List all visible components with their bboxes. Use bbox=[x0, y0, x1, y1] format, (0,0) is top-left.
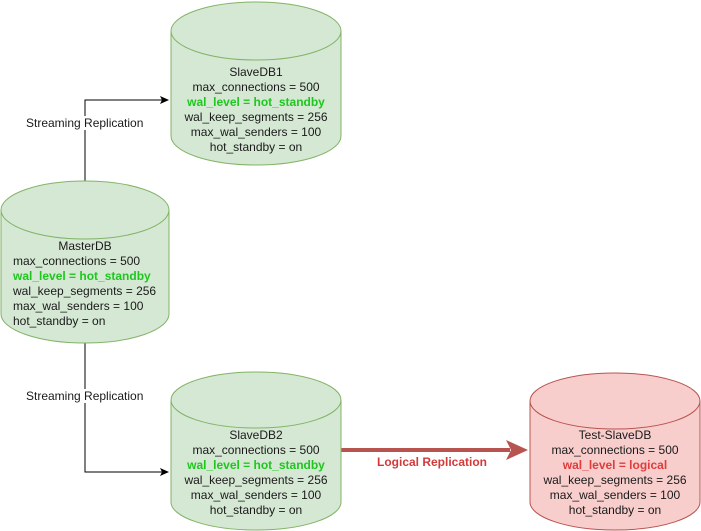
edge-label-streaming-bottom: Streaming Replication bbox=[25, 389, 145, 403]
db-param-highlight: wal_level = hot_standby bbox=[187, 95, 325, 109]
db-param: hot_standby = on bbox=[13, 314, 106, 328]
db-param: max_wal_senders = 100 bbox=[13, 299, 144, 313]
db-cylinder-master[interactable] bbox=[0, 180, 170, 344]
db-param: hot_standby = on bbox=[568, 503, 662, 517]
db-title: Test-SlaveDB bbox=[578, 428, 652, 442]
db-param: wal_keep_segments = 256 bbox=[184, 473, 328, 487]
db-cylinder-slave2[interactable] bbox=[170, 371, 342, 531]
db-param-highlight: wal_level = hot_standby bbox=[187, 458, 325, 472]
db-param: wal_keep_segments = 256 bbox=[543, 473, 687, 487]
db-label-test: Test-SlaveDB max_connections = 500 wal_l… bbox=[530, 428, 700, 518]
db-cylinder-slave1[interactable] bbox=[170, 1, 342, 166]
db-param: max_wal_senders = 100 bbox=[190, 125, 322, 139]
db-param-highlight: wal_level = hot_standby bbox=[13, 269, 151, 283]
db-label-slave1: SlaveDB1 max_connections = 500 wal_level… bbox=[171, 65, 341, 155]
db-param: wal_keep_segments = 256 bbox=[184, 110, 328, 124]
db-param: hot_standby = on bbox=[209, 503, 303, 517]
db-title: MasterDB bbox=[58, 239, 112, 253]
db-title: SlaveDB1 bbox=[229, 65, 283, 79]
db-param: max_wal_senders = 100 bbox=[190, 488, 322, 502]
db-label-master: MasterDB max_connections = 500 wal_level… bbox=[0, 239, 170, 329]
db-param: max_connections = 500 bbox=[192, 80, 320, 94]
edge-label-streaming-top: Streaming Replication bbox=[25, 116, 145, 130]
db-title: SlaveDB2 bbox=[229, 428, 283, 442]
db-param: max_connections = 500 bbox=[13, 254, 141, 268]
edge-logical bbox=[341, 440, 528, 460]
db-param: max_wal_senders = 100 bbox=[549, 488, 681, 502]
db-param: max_connections = 500 bbox=[192, 443, 320, 457]
db-param: max_connections = 500 bbox=[551, 443, 679, 457]
db-param: hot_standby = on bbox=[209, 140, 303, 154]
db-cylinder-test[interactable] bbox=[529, 372, 701, 531]
edge-streaming-bottom bbox=[84, 343, 169, 476]
edge-streaming-top bbox=[84, 96, 169, 181]
edge-label-logical: Logical Replication bbox=[377, 455, 488, 469]
db-label-slave2: SlaveDB2 max_connections = 500 wal_level… bbox=[171, 428, 341, 518]
db-param-highlight: wal_level = logical bbox=[562, 458, 668, 472]
db-param: wal_keep_segments = 256 bbox=[13, 284, 157, 298]
